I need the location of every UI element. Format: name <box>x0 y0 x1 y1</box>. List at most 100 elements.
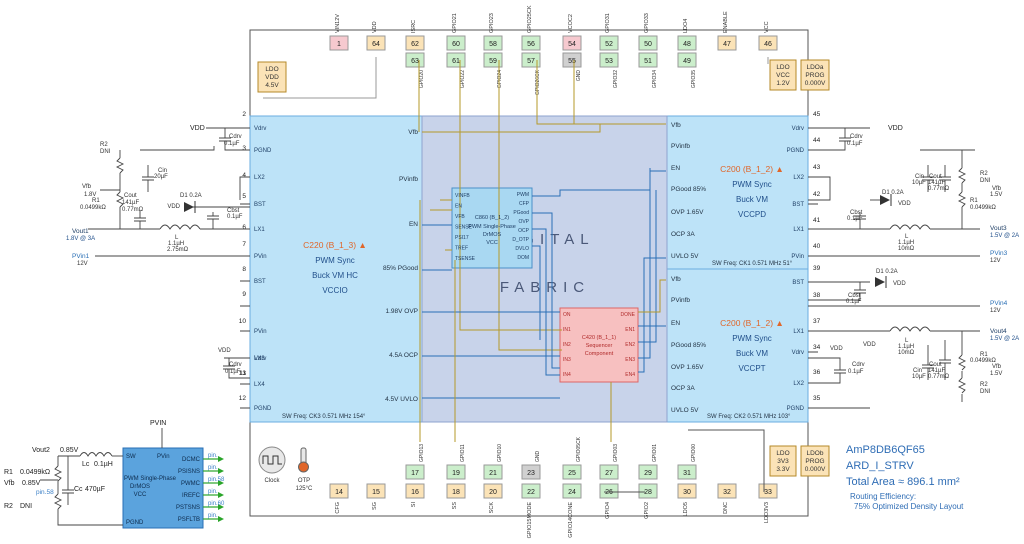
svg-text:47: 47 <box>723 41 731 48</box>
svg-text:PVinfb: PVinfb <box>671 297 690 304</box>
svg-text:19: 19 <box>452 470 460 477</box>
svg-text:OVP 1.65V: OVP 1.65V <box>671 364 704 371</box>
mini-arrowhead-1 <box>218 468 224 474</box>
svg-text:36: 36 <box>813 369 821 376</box>
svg-text:42: 42 <box>813 191 821 198</box>
svg-text:2: 2 <box>242 111 246 118</box>
svg-text:LX1: LX1 <box>254 227 265 233</box>
ext-label-43: VDD <box>898 201 911 207</box>
c420-pin-done: DONE <box>621 312 636 318</box>
routing-efficiency-label: Routing Efficiency: <box>850 492 917 501</box>
svg-text:PGND: PGND <box>787 148 805 154</box>
c860-pin-dvlo: DVLO <box>515 246 529 252</box>
svg-text:46: 46 <box>764 41 772 48</box>
svg-text:VCCPT: VCCPT <box>738 364 765 373</box>
ext-label-17: 0.1µF <box>227 214 243 220</box>
svg-text:1.2V: 1.2V <box>776 80 790 87</box>
ext-label-75: DNI <box>980 389 991 395</box>
svg-text:11: 11 <box>239 370 246 377</box>
ext-label-88: pin.58 <box>36 489 54 496</box>
ext-label-11: Cout <box>124 193 137 199</box>
ext-label-16: Cbst <box>227 208 240 214</box>
ext-label-73: 1.5V <box>990 371 1002 377</box>
svg-text:52: 52 <box>605 41 613 48</box>
ext-label-26: Cdrv <box>229 362 242 368</box>
ext-label-32: 10µF <box>912 180 926 186</box>
otp-label: OTP <box>298 478 310 484</box>
svg-text:3: 3 <box>242 145 246 152</box>
c860-pin-en: EN <box>455 204 462 210</box>
svg-text:1: 1 <box>337 41 341 48</box>
ext-label-53: D1 0.2A <box>876 269 898 275</box>
svg-text:GPIO4: GPIO4 <box>605 502 611 519</box>
svg-text:PWM Sync: PWM Sync <box>732 334 772 343</box>
svg-text:ENABLE: ENABLE <box>723 11 729 33</box>
svg-text:EN: EN <box>671 165 680 172</box>
svg-text:48: 48 <box>683 41 691 48</box>
ext-label-2: 0.1µF <box>224 141 240 147</box>
ext-label-81: 0.85V <box>60 447 79 454</box>
svg-text:Vdrv: Vdrv <box>254 126 266 132</box>
ext-label-89: R2 <box>4 503 13 510</box>
ext-label-54: VDD <box>893 281 906 287</box>
ext-label-56: 0.1µF <box>846 299 862 305</box>
svg-text:Vdrv: Vdrv <box>792 126 804 132</box>
left-block-labels: Vfb PVinfb EN 85% PGood 1.98V OVP 4.5A O… <box>282 129 418 420</box>
svg-text:5: 5 <box>242 193 246 200</box>
svg-text:39: 39 <box>813 265 821 272</box>
ext-label-51: PVin3 <box>990 250 1008 257</box>
svg-text:49: 49 <box>683 58 691 65</box>
svg-text:60: 60 <box>452 41 460 48</box>
svg-text:LX1: LX1 <box>793 329 804 335</box>
ext-label-86: Vfb <box>4 480 15 487</box>
svg-text:DCMC: DCMC <box>182 457 201 463</box>
svg-text:35: 35 <box>813 395 821 402</box>
svg-text:GPIO03: GPIO03 <box>613 444 619 462</box>
svg-text:PVin: PVin <box>791 254 804 260</box>
svg-text:EN: EN <box>409 221 418 228</box>
total-area: Total Area ≈ 896.1 mm² <box>846 476 960 488</box>
mini-pin-tag-3: pin. <box>208 489 218 495</box>
ext-label-52: 12V <box>990 258 1001 264</box>
c860-pin-dom: DOM <box>517 255 529 261</box>
svg-text:VCOC2: VCOC2 <box>568 14 574 33</box>
c860-pin-sense: SENSE <box>455 225 473 231</box>
c420-pin-in2: IN2 <box>563 342 571 348</box>
svg-text:GPIO35: GPIO35 <box>691 70 697 88</box>
ext-label-10: 20µF <box>154 174 168 180</box>
svg-text:PVin: PVin <box>157 454 170 460</box>
svg-text:4.5A OCP: 4.5A OCP <box>389 352 418 359</box>
ext-label-57: PVin4 <box>990 300 1008 307</box>
svg-text:17: 17 <box>411 470 419 477</box>
svg-text:GPIO26CK: GPIO26CK <box>535 69 541 95</box>
ext-label-29: Cdrv <box>850 134 863 140</box>
svg-text:59: 59 <box>489 58 497 65</box>
svg-text:DrMOS: DrMOS <box>483 232 502 238</box>
svg-text:PROG: PROG <box>805 458 824 465</box>
svg-text:VCCIO: VCCIO <box>322 286 347 295</box>
ext-label-18: L <box>175 235 179 241</box>
ldo-vdd-box: LDO VDD 4.5V <box>257 61 287 93</box>
svg-text:PSISNS: PSISNS <box>178 469 200 475</box>
svg-text:PVinfb: PVinfb <box>399 176 418 183</box>
ext-label-72: Vfb <box>992 364 1002 370</box>
svg-text:GPIO21: GPIO21 <box>452 13 458 33</box>
ext-label-92: 470µF <box>85 486 105 493</box>
svg-text:18: 18 <box>452 489 460 496</box>
svg-text:Vfb: Vfb <box>671 276 681 283</box>
ext-label-13: 0.77mΩ <box>122 207 144 213</box>
svg-text:22: 22 <box>527 489 535 496</box>
ext-label-12: 141µF <box>122 200 139 206</box>
